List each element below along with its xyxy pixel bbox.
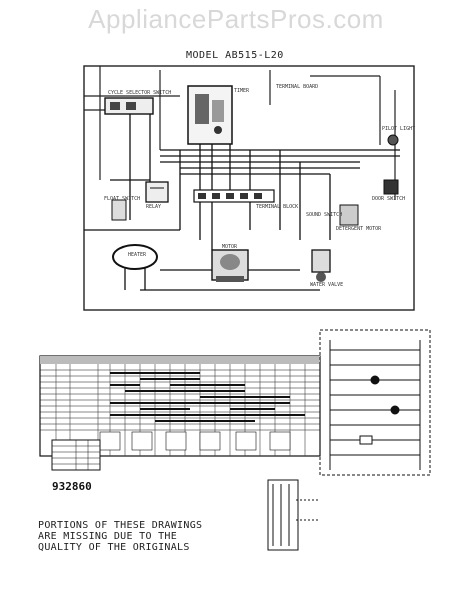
float-switch	[111, 199, 127, 221]
watermark-text: AppliancePartsPros.com	[88, 4, 384, 34]
label-cycle-selector-switch: CYCLE SELECTOR SWITCH	[108, 90, 172, 96]
timer	[187, 85, 233, 145]
relay	[145, 181, 169, 203]
cycle-selector-switch	[104, 97, 154, 115]
legend-table	[51, 439, 101, 471]
label-terminal-board: TERMINAL BOARD	[276, 84, 319, 90]
note-line: QUALITY OF THE ORIGINALS	[38, 542, 190, 553]
heater	[112, 244, 158, 290]
terminal-block	[193, 189, 275, 203]
schematic-ladder	[319, 329, 431, 476]
model-label: MODEL AB515-L20	[186, 50, 284, 61]
label-relay: RELAY	[146, 204, 162, 210]
label-timer: TIMER	[234, 88, 250, 94]
note-line: ARE MISSING DUE TO THE	[38, 531, 178, 542]
label-pilot-light: PILOT LIGHT	[382, 126, 416, 132]
note-line: PORTIONS OF THESE DRAWINGS	[38, 520, 203, 531]
label-motor: MOTOR	[222, 244, 238, 250]
label-detergent-motor: DETERGENT MOTOR	[336, 226, 382, 232]
pilot-light	[387, 134, 399, 146]
label-water-valve: WATER VALVE	[310, 282, 344, 288]
part-number: 932860	[52, 480, 92, 493]
label-heater: HEATER	[128, 252, 147, 258]
contact-stack	[267, 479, 320, 551]
water-valve	[311, 249, 331, 282]
label-terminal-block: TERMINAL BLOCK	[256, 204, 299, 210]
missing-portions-note: PORTIONS OF THESE DRAWINGS ARE MISSING D…	[38, 520, 238, 553]
label-door-switch: DOOR SWITCH	[372, 196, 406, 202]
label-sound-switch: SOUND SWITCH	[306, 212, 343, 218]
detergent-motor	[339, 204, 359, 226]
label-float-switch: FLOAT SWITCH	[104, 196, 141, 202]
timer-sequence-chart	[39, 355, 321, 457]
motor	[211, 249, 249, 282]
door-switch	[383, 179, 399, 195]
